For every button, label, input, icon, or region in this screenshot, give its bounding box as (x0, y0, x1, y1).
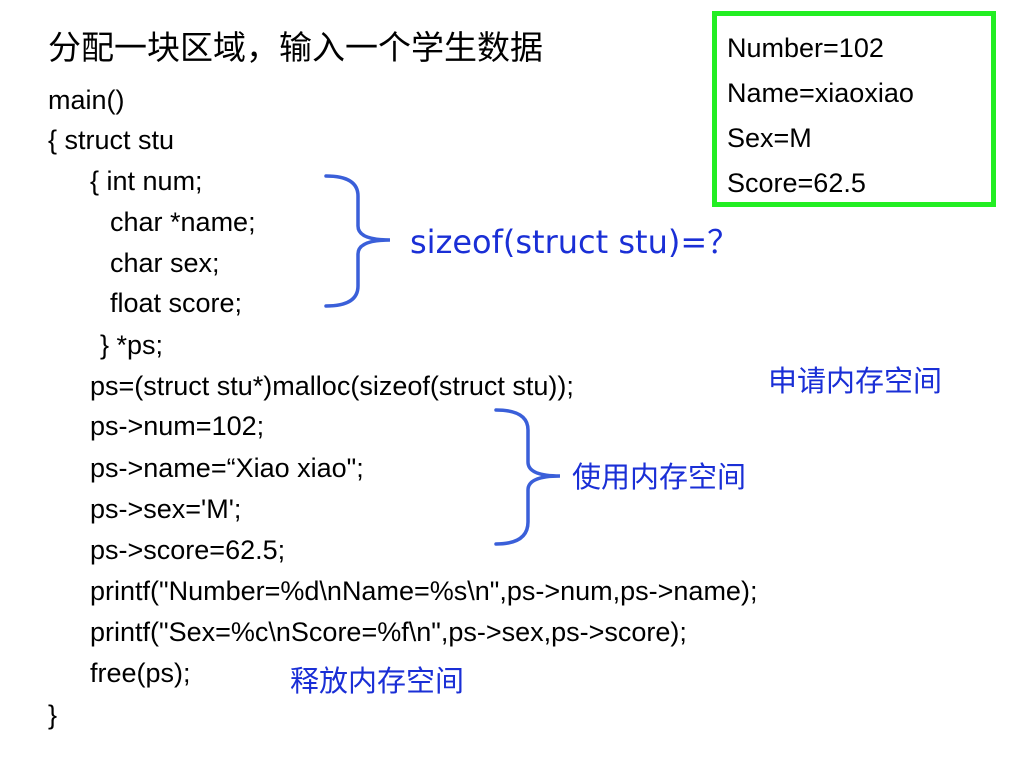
code-line: { struct stu (48, 125, 175, 155)
brace-struct-members (324, 174, 391, 308)
free-memory-label: 释放内存空间 (290, 664, 465, 698)
program-output-box: Number=102 Name=xiaoxiao Sex=M Score=62.… (712, 11, 996, 207)
code-line: ps->num=102; (90, 411, 265, 441)
brace-use-memory (494, 408, 561, 546)
code-line: { int num; (90, 166, 203, 196)
output-line: Number=102 (727, 33, 884, 63)
code-line: ps->name=“Xiao xiao"; (90, 453, 364, 483)
code-line: ps=(struct stu*)malloc(sizeof(struct stu… (90, 371, 574, 401)
code-line: ps->score=62.5; (90, 535, 286, 565)
sizeof-question-label: sizeof(struct stu)=？ (410, 223, 740, 261)
code-line: float score; (110, 288, 243, 318)
code-line: printf("Number=%d\nName=%s\n",ps->num,ps… (90, 576, 758, 606)
code-line: main() (48, 85, 125, 115)
output-line: Sex=M (727, 123, 812, 153)
code-line: } *ps; (100, 330, 164, 360)
code-line: char sex; (110, 248, 220, 278)
request-memory-label: 申请内存空间 (768, 364, 943, 398)
code-line: } (48, 700, 58, 730)
output-line: Name=xiaoxiao (727, 78, 914, 108)
code-line: char *name; (110, 207, 256, 237)
code-line: free(ps); (90, 658, 191, 688)
code-line: printf("Sex=%c\nScore=%f\n",ps->sex,ps->… (90, 617, 687, 647)
slide-title: 分配一块区域，输入一个学生数据 (48, 28, 543, 67)
use-memory-label: 使用内存空间 (572, 460, 747, 494)
output-line: Score=62.5 (727, 168, 866, 198)
code-line: ps->sex='M'; (90, 494, 242, 524)
